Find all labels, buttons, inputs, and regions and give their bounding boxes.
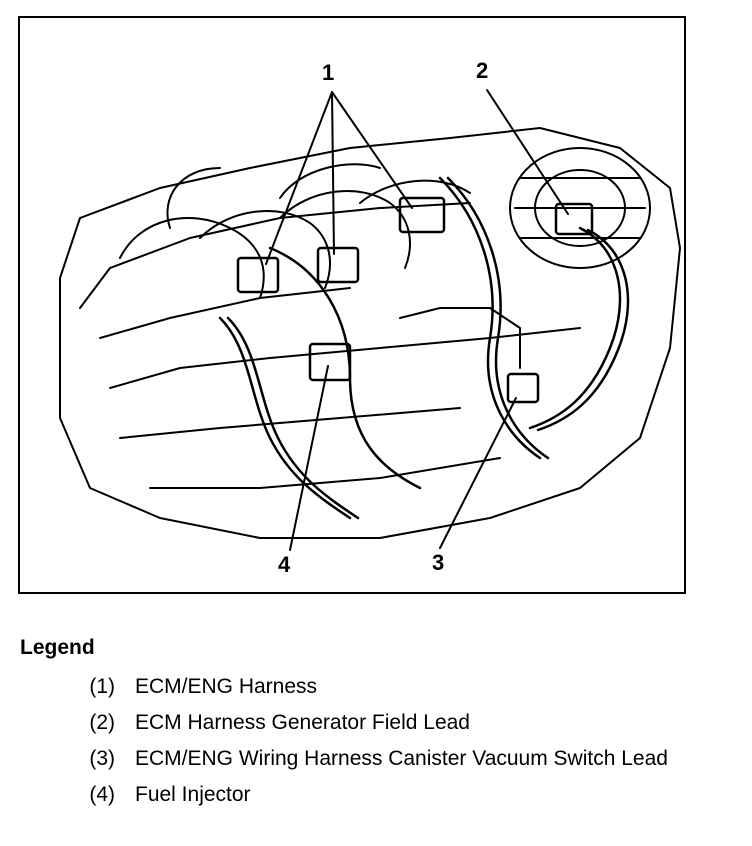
fuel-injector-body	[308, 342, 352, 382]
legend-list: (1) ECM/ENG Harness (2) ECM Harness Gene…	[20, 672, 740, 809]
legend-title: Legend	[20, 636, 95, 659]
legend-item-number: (4)	[89, 783, 115, 806]
callout-4: 4	[278, 552, 291, 577]
legend-item-text: ECM/ENG Harness	[135, 675, 318, 698]
legend-item-number: (1)	[89, 675, 115, 698]
legend: Legend (1) ECM/ENG Harness (2) ECM Harne…	[20, 636, 740, 816]
callout-3: 3	[432, 550, 445, 575]
legend-item: (4) Fuel Injector	[20, 780, 740, 809]
engine-block	[59, 127, 681, 539]
connector-harness-3	[398, 196, 446, 234]
leader-lines	[265, 89, 569, 551]
wiring-harness	[218, 176, 630, 520]
legend-item-text: ECM/ENG Wiring Harness Canister Vacuum S…	[135, 747, 668, 770]
legend-item: (2) ECM Harness Generator Field Lead	[20, 708, 740, 737]
engine-diagram-frame: 1 2 3 4	[18, 16, 686, 594]
connector-injector-2	[316, 246, 360, 284]
legend-item: (1) ECM/ENG Harness	[20, 672, 740, 701]
callout-1: 1	[322, 60, 335, 85]
legend-item-number: (3)	[89, 747, 115, 770]
legend-item-text: Fuel Injector	[135, 783, 251, 806]
callout-2: 2	[476, 58, 489, 83]
connector-generator-field	[554, 202, 594, 236]
intake-manifold	[119, 179, 471, 299]
generator	[509, 147, 651, 269]
engine-line-drawing	[59, 89, 681, 551]
connector-injector-1	[236, 256, 280, 294]
legend-item-text: ECM Harness Generator Field Lead	[135, 711, 470, 734]
legend-item: (3) ECM/ENG Wiring Harness Canister Vacu…	[20, 744, 740, 773]
connectors[interactable]	[236, 196, 594, 404]
legend-item-number: (2)	[89, 711, 115, 734]
connector-canister-switch	[506, 372, 540, 404]
